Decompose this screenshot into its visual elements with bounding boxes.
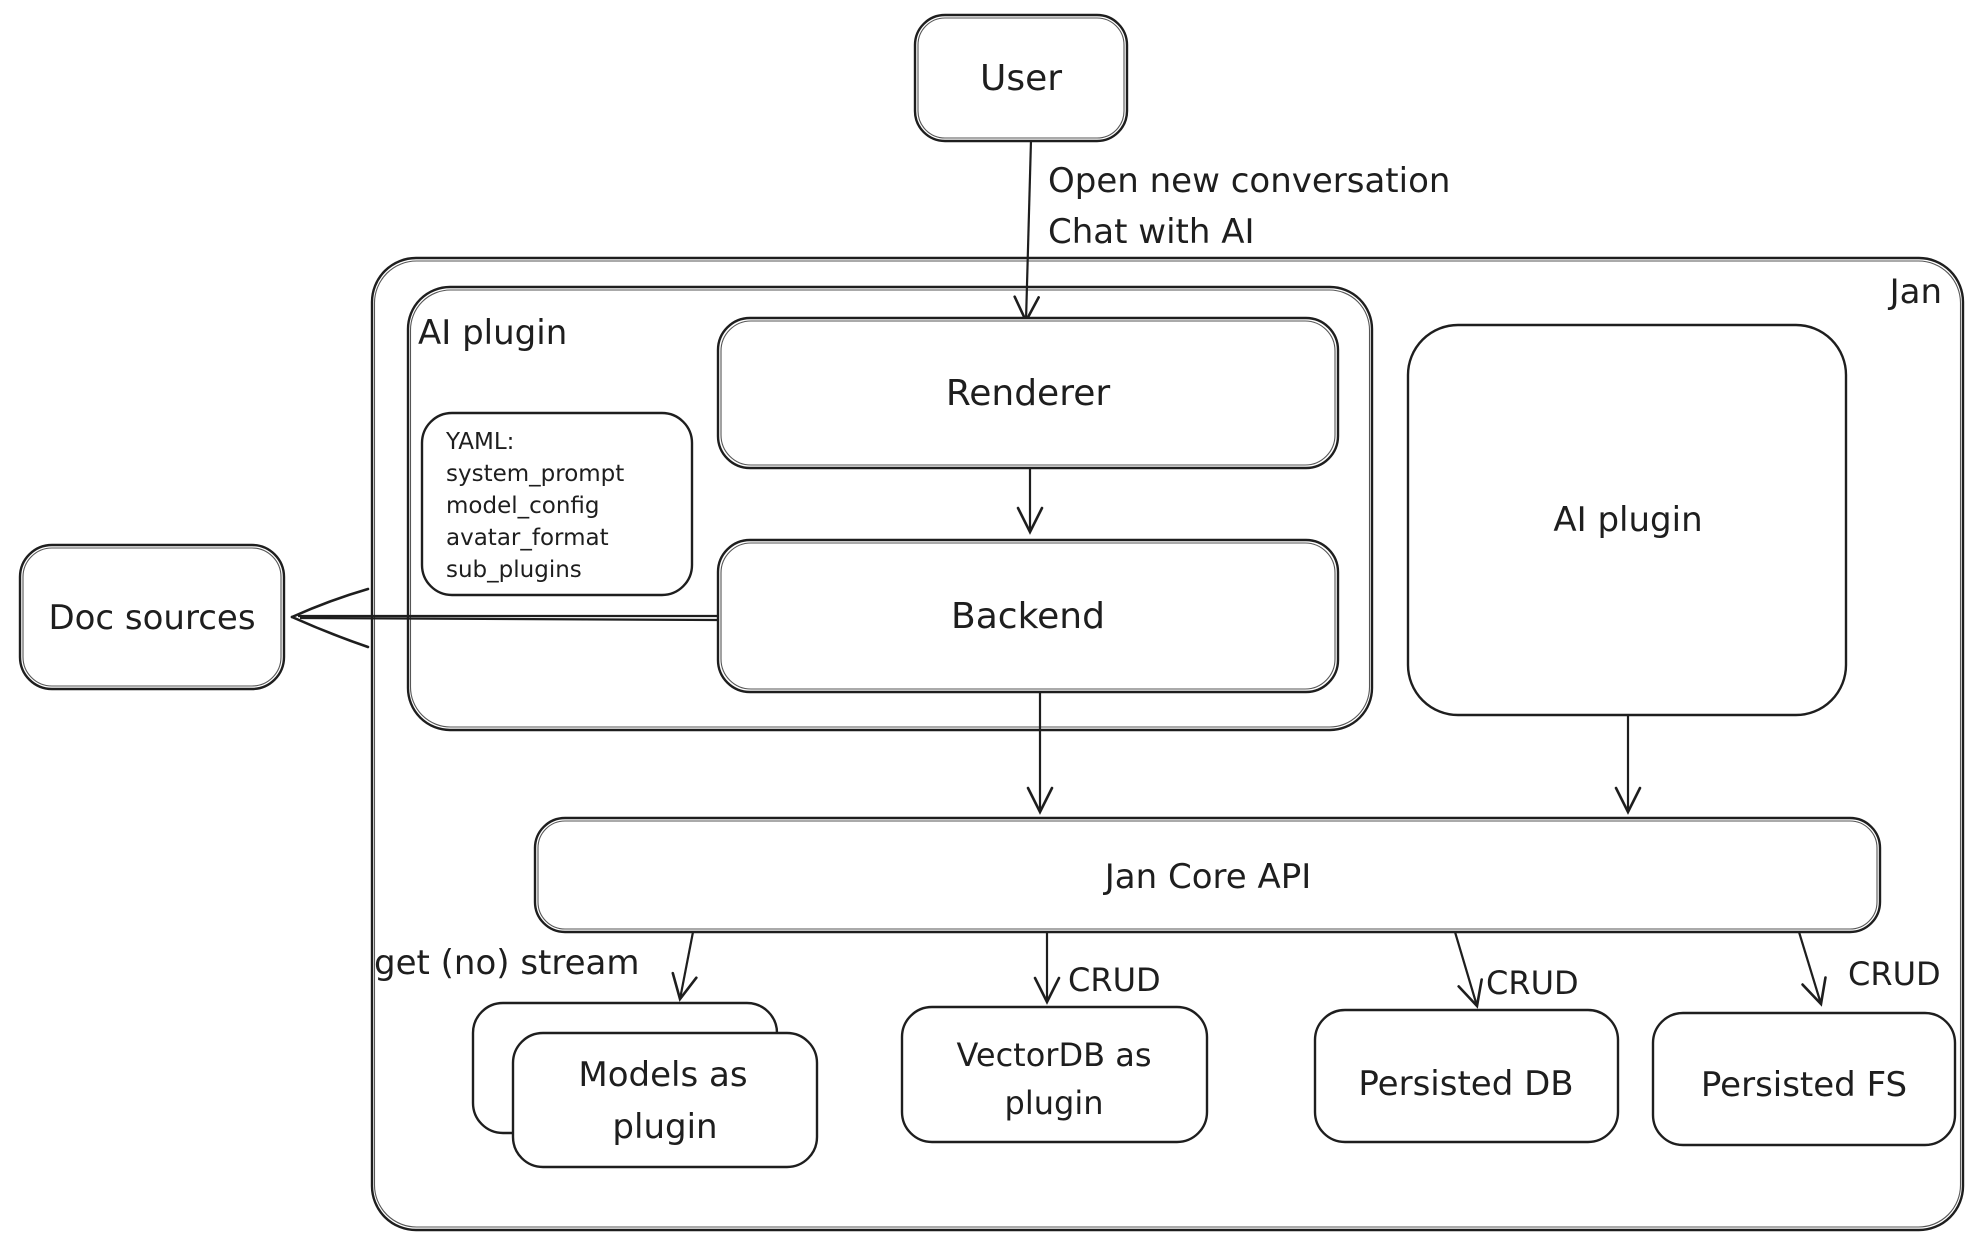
user-box-echo [917, 17, 1125, 139]
doc-sources-box [18, 543, 286, 691]
jan-container-label: Jan [1888, 272, 1942, 312]
renderer-box [716, 316, 1340, 470]
user-label: User [980, 58, 1062, 99]
vectordb-as-plugin-label-line1: VectorDB as [956, 1036, 1151, 1074]
models-as-plugin-label-line2: plugin [612, 1107, 717, 1147]
backend-box [716, 538, 1340, 694]
arrow-core-to-models [671, 931, 698, 1002]
crud-label-persisted-fs: CRUD [1848, 955, 1941, 993]
yaml-note-line4: avatar_format [446, 525, 609, 551]
models-as-plugin-label-line1: Models as [578, 1055, 747, 1095]
ai-plugin-container-echo [409, 289, 1371, 728]
arrow-doc-sources-barb-top [290, 587, 370, 619]
yaml-note-line2: system_prompt [446, 461, 624, 487]
persisted-fs-label: Persisted FS [1701, 1065, 1907, 1105]
vectordb-as-plugin-label-line2: plugin [1005, 1084, 1104, 1122]
arrow-user-to-renderer [1013, 139, 1040, 324]
arrow-user-label-line2: Chat with AI [1048, 212, 1255, 252]
ai-plugin-container [406, 285, 1374, 732]
arrow-user-label-line1: Open new conversation [1048, 161, 1450, 201]
user-box [913, 13, 1129, 143]
backend-label: Backend [951, 596, 1105, 637]
jan-container-echo [373, 260, 1962, 1228]
yaml-note-box [420, 411, 694, 597]
persisted-fs-box [1651, 1011, 1957, 1147]
yaml-note-line5: sub_plugins [446, 557, 582, 583]
ai-plugin-box [1406, 323, 1848, 717]
renderer-box-echo [720, 320, 1336, 466]
persisted-db-box [1313, 1008, 1620, 1144]
yaml-note-line3: model_config [446, 493, 600, 519]
arrow-core-to-persisted-db [1453, 931, 1483, 1009]
models-as-plugin-box [511, 1031, 819, 1169]
arrow-backend-to-doc-sources-echo [299, 616, 719, 622]
jan-core-api-box-echo [537, 820, 1878, 930]
jan-core-api-box [533, 816, 1882, 934]
vectordb-as-plugin-box [900, 1005, 1209, 1144]
ai-plugin-box-label: AI plugin [1553, 500, 1702, 540]
doc-sources-label: Doc sources [48, 598, 255, 638]
yaml-note-line1: YAML: [445, 429, 514, 455]
crud-label-persisted-db: CRUD [1486, 964, 1579, 1002]
jan-container [370, 256, 1965, 1232]
jan-core-api-label: Jan Core API [1103, 857, 1312, 897]
ai-plugin-container-label: AI plugin [418, 313, 567, 353]
doc-sources-box-echo [22, 547, 282, 687]
renderer-label: Renderer [946, 373, 1111, 414]
get-no-stream-label: get (no) stream [374, 943, 639, 983]
backend-box-echo [720, 542, 1336, 690]
crud-label-vectordb: CRUD [1068, 961, 1161, 999]
arrow-doc-sources-barb-bottom [290, 615, 370, 649]
persisted-db-label: Persisted DB [1358, 1064, 1573, 1104]
arrow-core-to-persisted-fs [1797, 931, 1827, 1007]
